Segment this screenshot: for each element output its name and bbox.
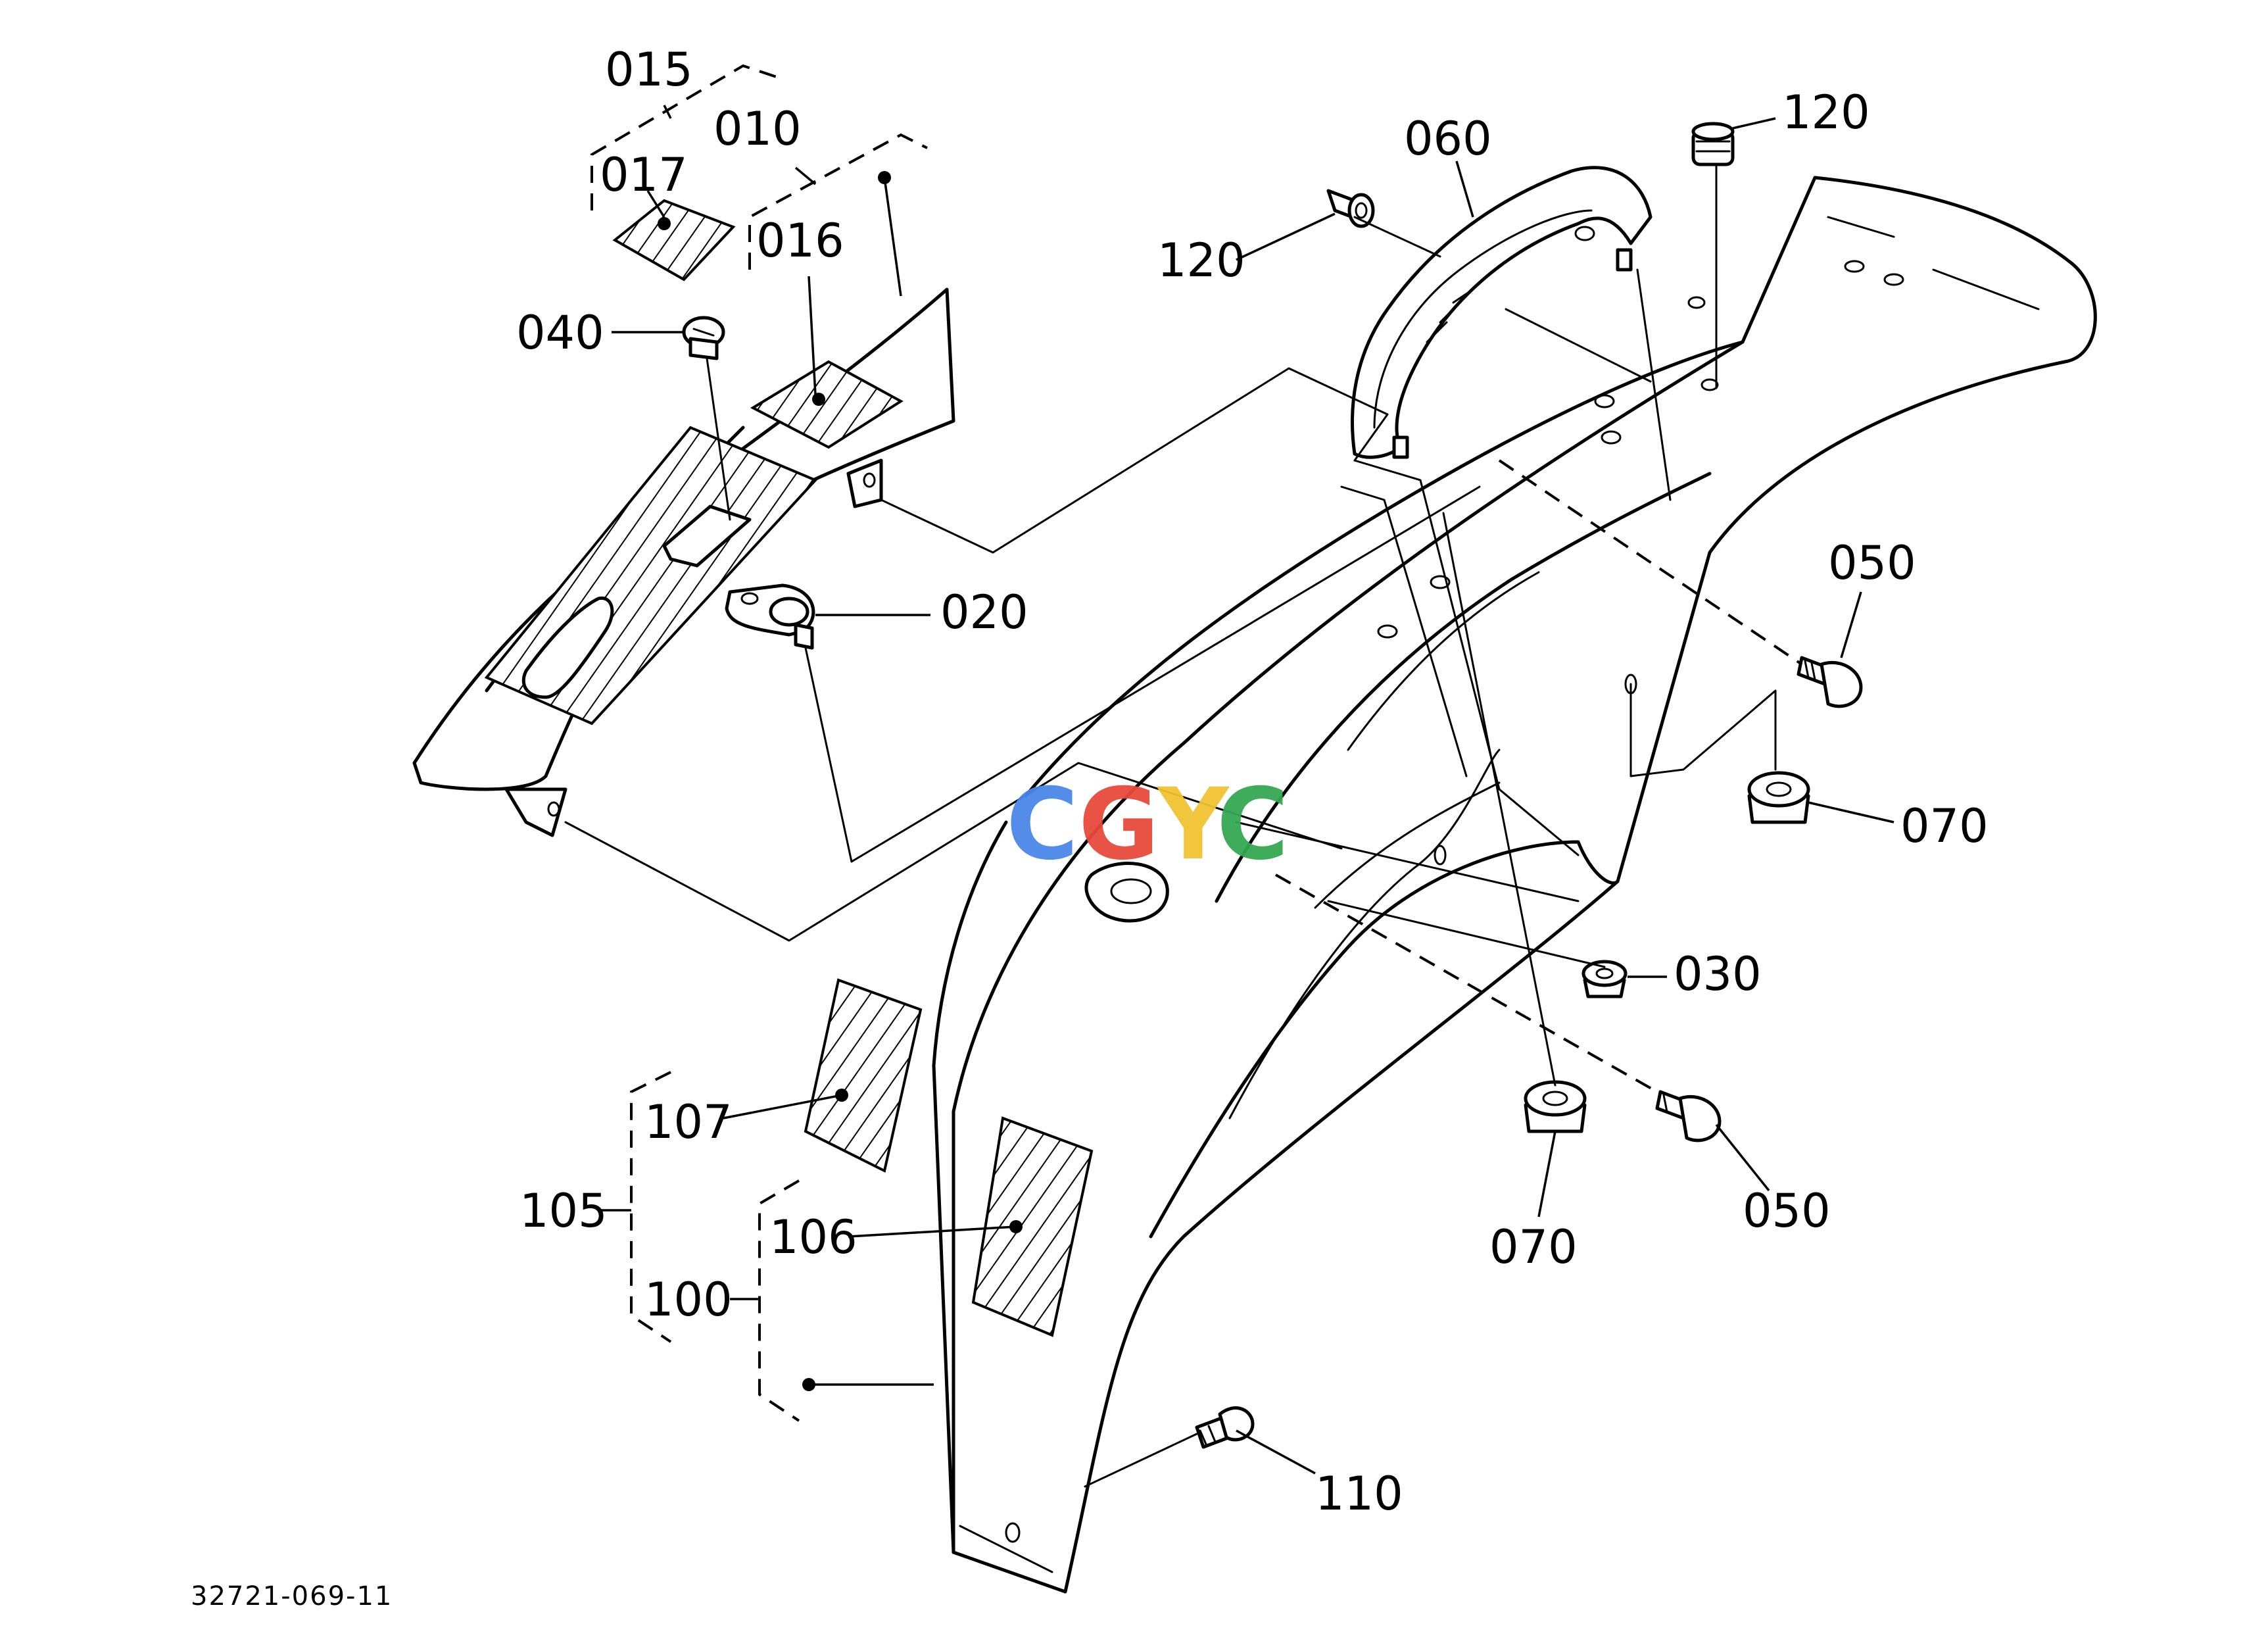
label-050-right: 050 [1828,536,1916,590]
bolt-050-lower [1655,1090,1722,1143]
screw-040 [682,316,725,360]
watermark-letter-c1: C [1006,768,1078,882]
watermark-letter-g: G [1078,768,1159,882]
screw-110 [1195,1406,1255,1449]
label-020: 020 [940,585,1028,639]
lever-plate [725,583,815,650]
label-016: 016 [756,214,844,268]
watermark-letter-c2: C [1217,768,1289,882]
nut-070-right [1747,771,1810,824]
decal-107 [804,978,923,1173]
label-070-right: 070 [1900,799,1989,853]
label-107: 107 [644,1095,733,1149]
watermark-letter-y: Y [1156,768,1230,882]
label-017: 017 [600,148,688,202]
label-120-right: 120 [1782,86,1870,139]
watermark-logo: C G Y C [1006,768,1289,882]
label-106: 106 [769,1210,857,1264]
label-110: 110 [1315,1467,1403,1521]
grommet-120-right [1691,122,1735,166]
label-060: 060 [1404,112,1492,166]
nut-070-lower [1524,1080,1587,1133]
grommet-120-left [1326,189,1375,228]
drawing-number: 32721-069-11 [191,1581,393,1611]
fender-body [932,176,2097,1594]
label-105: 105 [519,1184,608,1238]
decal-016 [750,360,904,449]
decal-017 [612,199,736,282]
label-030: 030 [1674,947,1762,1001]
label-040: 040 [516,306,604,360]
assembly-lines [564,163,1803,1488]
callout-leaders [591,64,1894,1475]
lever-guide-panel [412,287,955,837]
label-120-left: 120 [1157,234,1245,287]
nut-030 [1581,960,1628,998]
label-015: 015 [605,43,693,97]
bolt-050-right [1797,656,1863,708]
callout-labels: 015 010 017 016 040 020 060 120 120 050 … [516,43,1989,1521]
decal-106 [971,1116,1094,1337]
label-100: 100 [644,1273,733,1327]
grip-handle-060 [1351,166,1653,459]
label-050-lower: 050 [1743,1184,1831,1238]
label-070-lower: 070 [1489,1220,1578,1274]
label-010: 010 [713,102,802,156]
